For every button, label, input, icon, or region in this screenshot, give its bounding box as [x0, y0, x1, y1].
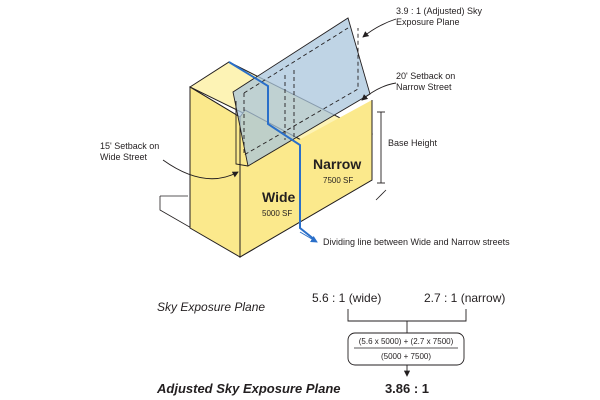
formula-numerator: (5.6 x 5000) + (2.7 x 7500)	[359, 337, 454, 346]
sky-plane-annotation-1: 3.9 : 1 (Adjusted) Sky	[396, 6, 483, 16]
dividing-line	[228, 61, 316, 241]
wide-zone-label: Wide	[262, 189, 296, 205]
sky-plane-leader	[362, 18, 397, 38]
sky-plane-annotation-2: Exposure Plane	[396, 17, 460, 27]
base-height-label: Base Height	[388, 138, 438, 148]
leaders	[162, 18, 397, 180]
narrow-zone-area: 7500 SF	[323, 176, 353, 185]
dividing-line-label: Dividing line between Wide and Narrow st…	[323, 237, 510, 247]
formula-box	[347, 332, 465, 366]
wide-setback-annotation-1: 15' Setback on	[100, 141, 159, 151]
formula-denominator: (5000 + 7500)	[381, 352, 431, 361]
base-height-dimension	[377, 111, 385, 184]
wide-setback-leader	[162, 159, 239, 180]
narrow-setback-leader	[361, 82, 397, 101]
narrow-zone-label: Narrow	[313, 156, 361, 172]
building-front-face-main	[240, 100, 372, 257]
dividing-line-leader	[299, 231, 318, 243]
sky-exposure-plane	[232, 17, 371, 167]
calculation: Sky Exposure Plane 5.6 : 1 (wide) 2.7 : …	[156, 291, 505, 396]
narrow-setback-annotation-1: 20' Setback on	[396, 71, 455, 81]
narrow-setback-annotation-2: Narrow Street	[396, 82, 452, 92]
wide-zone-area: 5000 SF	[262, 209, 292, 218]
adjusted-value: 3.86 : 1	[385, 381, 429, 396]
narrow-ratio: 2.7 : 1 (narrow)	[424, 291, 505, 305]
wide-ratio: 5.6 : 1 (wide)	[312, 291, 381, 305]
wide-setback-annotation-2: Wide Street	[100, 152, 148, 162]
sky-exposure-plane-label: Sky Exposure Plane	[157, 300, 265, 314]
combine-bracket	[347, 309, 467, 333]
adjusted-sky-exposure-label: Adjusted Sky Exposure Plane	[156, 381, 341, 396]
